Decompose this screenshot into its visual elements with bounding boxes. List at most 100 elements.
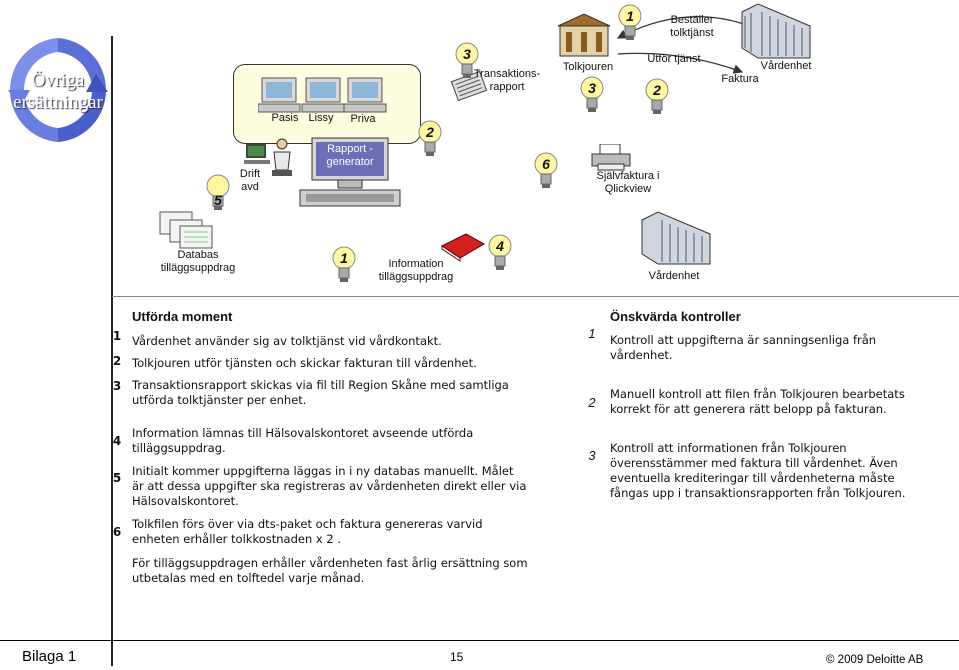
bulb-1-top-num: 1 xyxy=(626,8,634,24)
operator-icon xyxy=(244,138,292,176)
logo-line2: ersättningar xyxy=(13,92,103,113)
bulb-2-utfor-num: 2 xyxy=(653,82,661,98)
left-item-3b: utförda tolktjänster per enhet. xyxy=(132,393,307,407)
label-information-tillaggsuppdrag: Information tilläggsuppdrag xyxy=(372,258,460,284)
bulb-4-num: 4 xyxy=(496,238,504,254)
right-item-3a: Kontroll att informationen från Tolkjour… xyxy=(610,441,847,455)
right-num-2: 2 xyxy=(588,395,596,410)
label-transaktion-line1: Transaktions- xyxy=(473,68,541,80)
vardenhet-bottom-building-icon xyxy=(641,211,711,265)
left-item-5c: Hälsovalskontoret. xyxy=(132,494,239,508)
label-transaktionsrapport: Transaktions- rapport xyxy=(470,68,544,94)
right-item-2a: Manuell kontroll att filen från Tolkjour… xyxy=(610,387,905,401)
label-tolkjouren: Tolkjouren xyxy=(562,61,614,73)
report-generator-icon xyxy=(299,137,401,207)
lightbulb-icon xyxy=(580,76,604,112)
label-information-line2: tilläggsuppdrag xyxy=(378,271,454,283)
onskvarda-kontroller-heading: Önskvärda kontroller xyxy=(610,309,741,324)
lightbulb-icon xyxy=(455,42,479,78)
left-num-2: 2 xyxy=(112,354,122,368)
left-num-5: 5 xyxy=(112,471,122,485)
left-num-1: 1 xyxy=(112,329,122,343)
label-vardenhet-top: Vårdenhet xyxy=(760,60,812,72)
label-bestaller-tolktjanst: Beställer tolktjänst xyxy=(662,14,722,40)
circular-arrows-icon xyxy=(8,38,108,142)
bulb-2-utfor: 2 xyxy=(645,78,669,122)
bulb-3-transaktion-num: 3 xyxy=(463,46,471,62)
bulb-5: 5 xyxy=(206,174,230,218)
label-information-line1: Information xyxy=(388,258,444,270)
left-item-6b: enheten erhåller tolkkostnaden x 2 . xyxy=(132,532,341,546)
footer-page-number: 15 xyxy=(450,650,464,664)
label-databas-line1: Databas xyxy=(177,249,219,261)
tolkjouren-building-icon xyxy=(557,13,611,57)
label-drift-avd: Drift avd xyxy=(236,168,264,194)
left-num-3: 3 xyxy=(112,379,122,393)
vertical-divider xyxy=(111,36,113,666)
lightbulb-icon xyxy=(206,174,230,210)
lightbulb-icon xyxy=(488,234,512,270)
bulb-4: 4 xyxy=(488,234,512,278)
horizontal-divider xyxy=(112,296,959,297)
book-icon xyxy=(441,233,486,262)
right-num-3: 3 xyxy=(588,448,596,463)
label-rapport-line1: Rapport - xyxy=(327,143,373,155)
right-item-2b: korrekt för att generera rätt belopp på … xyxy=(610,402,887,416)
utforda-moment-heading: Utförda moment xyxy=(132,309,233,324)
transaction-file-icon xyxy=(450,70,488,102)
label-faktura: Faktura xyxy=(721,73,759,85)
computers-icon xyxy=(258,77,387,113)
label-lissy: Lissy xyxy=(308,112,334,124)
left-item-1: Vårdenhet använder sig av tolktjänst vid… xyxy=(132,334,442,348)
bulb-3-tolkjouren: 3 xyxy=(580,76,604,120)
database-icon xyxy=(159,211,213,249)
logo-line1: Övriga xyxy=(31,70,85,91)
left-item-5a: Initialt kommer uppgifterna läggas in i … xyxy=(132,464,514,478)
right-item-1b: vårdenhet. xyxy=(610,348,673,362)
printer-icon xyxy=(591,144,631,171)
label-transaktion-line2: rapport xyxy=(489,81,525,93)
label-rapport-generator: Rapport - generator xyxy=(314,143,386,169)
right-item-3b: överensstämmer med faktura till vårdenhe… xyxy=(610,456,898,470)
lightbulb-icon xyxy=(534,152,558,188)
footer-line xyxy=(0,640,959,641)
vardenhet-top-building-icon xyxy=(741,3,811,59)
left-item-7b: utbetalas med en tolftedel varje månad. xyxy=(132,571,365,585)
lightbulb-icon xyxy=(332,246,356,282)
label-databas-line2: tilläggsuppdrag xyxy=(160,262,236,274)
lightbulb-icon xyxy=(418,120,442,156)
left-item-5b: är att dessa uppgifter ska registreras a… xyxy=(132,479,527,493)
left-item-2: Tolkjouren utför tjänsten och skickar fa… xyxy=(132,356,477,370)
label-bestaller-line1: Beställer xyxy=(670,14,714,26)
left-item-3a: Transaktionsrapport skickas via fil till… xyxy=(132,378,509,392)
bulb-3-transaktion: 3 xyxy=(455,42,479,86)
label-bestaller-line2: tolktjänst xyxy=(670,27,714,39)
label-drift: Drift xyxy=(239,168,261,180)
label-rapport-line2: generator xyxy=(326,156,374,168)
bulb-5-num: 5 xyxy=(214,192,222,208)
right-item-3c: eventuella krediteringar till vårdenhete… xyxy=(610,471,895,485)
footer-copyright: © 2009 Deloitte AB xyxy=(826,654,924,666)
right-num-1: 1 xyxy=(588,326,596,341)
label-pasis: Pasis xyxy=(271,112,299,124)
label-databas-tillaggsuppdrag: Databas tilläggsuppdrag xyxy=(156,249,240,275)
left-item-4b: tilläggsuppdrag. xyxy=(132,441,226,455)
label-sjalvfaktura: Självfaktura i Qlickview xyxy=(596,170,660,195)
ovriga-ersattningar-logo: Övriga ersättningar xyxy=(8,30,108,150)
label-avd: avd xyxy=(241,181,259,193)
right-item-3d: fångas upp i transaktionsrapporten från … xyxy=(610,486,906,500)
left-item-6a: Tolkfilen förs över via dts-paket och fa… xyxy=(132,517,483,531)
label-utfor-tjanst: Utför tjänst xyxy=(647,53,701,65)
bulb-1-bottom-num: 1 xyxy=(340,250,348,266)
bulb-3-tolkjouren-num: 3 xyxy=(588,80,596,96)
footer-bilaga: Bilaga 1 xyxy=(22,648,77,665)
label-priva: Priva xyxy=(350,113,376,125)
left-num-6: 6 xyxy=(112,525,122,539)
bulb-1-top: 1 xyxy=(618,4,642,48)
left-item-4a: Information lämnas till Hälsovalskontore… xyxy=(132,426,474,440)
bulb-2-mid-num: 2 xyxy=(426,124,434,140)
bulb-1-bottom: 1 xyxy=(332,246,356,290)
label-vardenhet-bottom: Vårdenhet xyxy=(648,270,700,282)
bulb-6: 6 xyxy=(534,152,558,196)
bulb-2-mid: 2 xyxy=(418,120,442,164)
